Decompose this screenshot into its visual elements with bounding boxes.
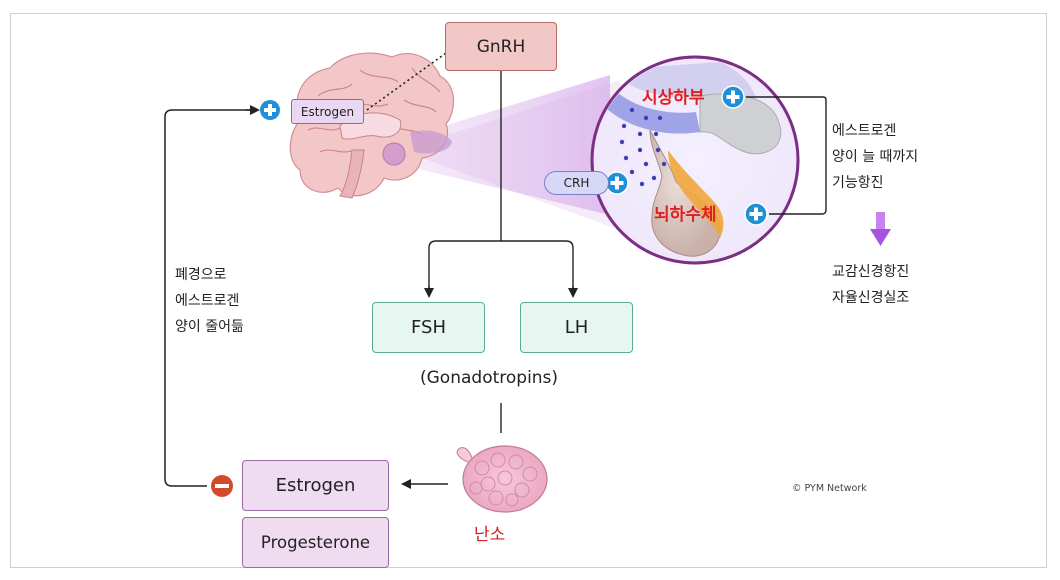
menopause-note-line: 폐경으로 (175, 267, 227, 283)
outer-frame (10, 13, 1047, 568)
hyperfunction-note: 에스트로겐 양이 늘 때까지 기능항진 (832, 118, 918, 196)
autonomic-note: 교감신경항진 자율신경실조 (832, 259, 909, 311)
feedback-bracket (746, 96, 827, 215)
gnrh-dotted-link (366, 52, 447, 111)
menopause-note-line: 양이 줄어듦 (175, 319, 244, 335)
menopause-note-line: 에스트로겐 (175, 293, 240, 309)
progesterone-box: Progesterone (242, 517, 389, 568)
credit-label: © PYM Network (792, 483, 867, 494)
plus-icon (721, 85, 745, 109)
brain-estrogen-label: Estrogen (291, 99, 364, 124)
hypothalamus-label: 시상하부 (642, 88, 705, 108)
brain-illustration (289, 52, 455, 199)
menopause-note: 폐경으로 에스트로겐 양이 줄어듦 (175, 262, 244, 340)
hyperfunction-note-line: 기능항진 (832, 175, 884, 191)
fsh-box: FSH (372, 302, 485, 353)
hyperfunction-note-line: 양이 늘 때까지 (832, 149, 919, 165)
lh-box: LH (520, 302, 633, 353)
gnrh-box: GnRH (445, 22, 557, 71)
plus-icon (260, 100, 280, 120)
ovary-label: 난소 (474, 525, 506, 545)
crh-label: CRH (544, 171, 609, 195)
estrogen-box: Estrogen (242, 460, 389, 511)
plus-icon (744, 202, 768, 226)
minus-icon (211, 475, 233, 497)
feedback-loop (164, 109, 255, 487)
autonomic-note-line: 교감신경항진 (832, 264, 910, 280)
hyperfunction-note-line: 에스트로겐 (832, 123, 897, 139)
ovary-illustration (456, 445, 548, 513)
pituitary-label: 뇌하수체 (654, 205, 717, 225)
gnrh-connectors (428, 71, 574, 294)
down-arrow-icon (870, 212, 891, 246)
autonomic-note-line: 자율신경실조 (832, 290, 910, 306)
gonadotropins-label: (Gonadotropins) (420, 368, 559, 388)
plus-icon (605, 171, 629, 195)
